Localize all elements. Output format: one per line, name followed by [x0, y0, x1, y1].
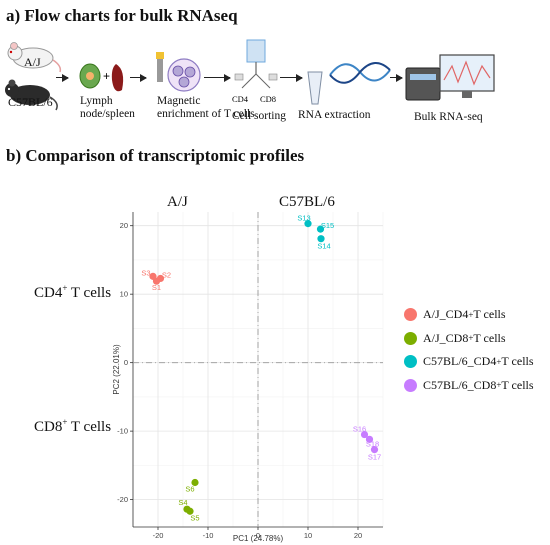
panel-a-title: a) Flow charts for bulk RNAseq: [6, 6, 238, 25]
data-point-s5: [186, 507, 194, 515]
data-label-s5: S5: [190, 513, 199, 522]
data-point-s13: [304, 220, 312, 228]
data-point-s17: [370, 446, 379, 454]
y-tick-label: -20: [117, 495, 128, 504]
flow-arrow: [130, 72, 147, 84]
x-axis-title: PC1 (24.78%): [233, 534, 284, 543]
step-label-bulk-seq: Bulk RNA-seq: [414, 111, 483, 123]
legend-item: C57BL/6_CD8+ T cells: [404, 374, 534, 398]
svg-text:+: +: [103, 69, 110, 83]
step-label-sorting: Cell sorting: [232, 110, 286, 122]
x-tick-label: 20: [354, 531, 362, 540]
column-label-c57bl6: C57BL/6: [279, 194, 335, 210]
legend-dot: [404, 331, 417, 345]
magnetic-enrichment-icon: [156, 52, 201, 92]
y-tick-label: 0: [124, 358, 128, 367]
cell-sorter-icon: [234, 39, 278, 89]
flow-arrow: [56, 72, 69, 84]
flow-arrow: [280, 72, 303, 84]
lymph-node-spleen-icon: +: [79, 63, 124, 92]
data-point-s16: [360, 430, 369, 439]
legend-dot: [404, 308, 417, 322]
legend-dot: [404, 378, 417, 392]
cd4-marker-label: CD4: [232, 94, 249, 104]
y-axis-title: PC2 (22.01%): [112, 344, 121, 395]
data-point-s3: [149, 272, 157, 280]
x-tick-label: -10: [203, 531, 214, 540]
x-tick-label: -20: [153, 531, 164, 540]
legend-dot: [404, 355, 417, 369]
data-label-s3: S3: [141, 268, 150, 277]
step-label-rna: RNA extraction: [298, 109, 371, 121]
data-label-s2: S2: [162, 270, 171, 279]
x-tick-label: 0: [256, 531, 260, 540]
data-point-s14: [317, 235, 325, 243]
data-label-s4: S4: [178, 498, 187, 507]
legend: A/J_CD4+ T cells A/J_CD8+ T cells C57BL/…: [404, 303, 534, 397]
row-label-cd8: CD8+ T cells: [34, 417, 112, 435]
y-tick-label: -10: [117, 427, 128, 436]
data-label-s1: S1: [152, 283, 161, 292]
y-tick-label: 10: [120, 290, 128, 299]
column-label-aj: A/J: [167, 194, 188, 210]
flow-arrow: [204, 72, 231, 84]
y-tick-label: 20: [120, 221, 128, 230]
row-label-cd4: CD4+ T cells: [34, 283, 112, 301]
data-label-s15: S15: [321, 221, 334, 230]
data-point-s18: [365, 435, 374, 443]
legend-item: A/J_CD8+ T cells: [404, 327, 534, 351]
data-point-s15: [316, 225, 325, 233]
strain-label-c57bl6: C57BL/6: [8, 95, 53, 109]
white-mouse-icon: [7, 42, 62, 73]
data-point-s2: [156, 274, 165, 283]
black-mouse-icon: [5, 79, 58, 111]
x-tick-label: 10: [304, 531, 312, 540]
data-label-s6: S6: [185, 484, 194, 493]
cd8-marker-label: CD8: [260, 94, 276, 104]
panel-b-title: b) Comparison of transcriptomic profiles: [6, 146, 305, 165]
data-label-s14: S14: [317, 242, 330, 251]
flow-arrow: [390, 72, 403, 84]
strain-label-aj: A/J: [24, 55, 41, 69]
legend-item: C57BL/6_CD4+ T cells: [404, 350, 534, 374]
data-label-s18: S18: [366, 439, 379, 448]
data-label-s13: S13: [297, 214, 310, 223]
sequencer-icon: [405, 54, 495, 101]
legend-item: A/J_CD4+ T cells: [404, 303, 534, 327]
data-point-s6: [191, 478, 199, 487]
data-label-s17: S17: [368, 453, 381, 462]
workflow-illustration: + CD4 CD8: [5, 39, 495, 111]
data-label-s16: S16: [353, 425, 366, 434]
rna-extraction-icon: [307, 62, 391, 105]
